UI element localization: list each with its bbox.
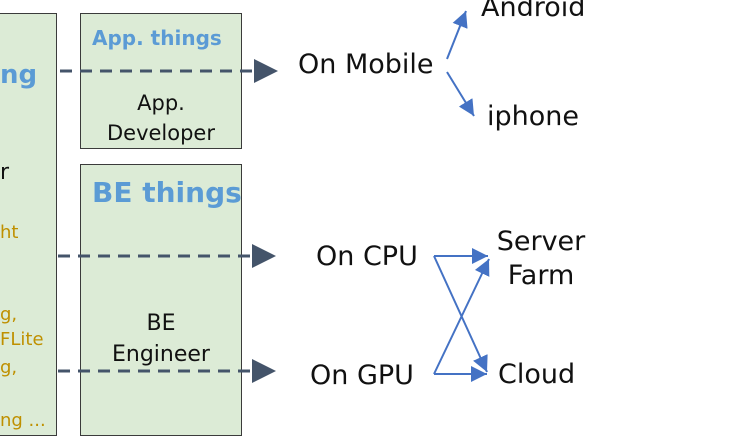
left-panel-gold-fragment-3: FLite — [0, 329, 44, 350]
app-developer-line-1: App. — [137, 91, 185, 115]
be-engineer-line-2: Engineer — [112, 342, 210, 367]
left-panel-gold-fragment-5: ng ... — [0, 410, 46, 431]
server-farm-label: Server Farm — [494, 225, 588, 293]
left-panel-heading-fragment: ng — [0, 60, 38, 90]
be-engineer-line-1: BE — [146, 311, 176, 336]
be-things-title: BE things — [92, 176, 242, 209]
cloud-label: Cloud — [498, 359, 576, 390]
arrow-mobile-to-iphone — [446, 71, 475, 117]
on-gpu-label: On GPU — [310, 360, 414, 391]
app-developer-line-2: Developer — [106, 121, 215, 145]
on-mobile-label: On Mobile — [298, 49, 434, 80]
left-panel-box — [0, 13, 57, 436]
iphone-label: iphone — [487, 101, 579, 132]
app-developer-label: App. Developer — [80, 88, 242, 148]
arrow-mobile-to-android — [446, 10, 468, 60]
be-engineer-label: BE Engineer — [80, 308, 242, 370]
left-panel-text-fragment: r — [0, 160, 10, 185]
left-panel-gold-fragment-4: g, — [0, 357, 18, 378]
left-panel-gold-fragment-1: ht — [0, 222, 19, 243]
app-things-box — [80, 13, 242, 149]
server-farm-line-1: Server — [496, 226, 586, 257]
on-cpu-label: On CPU — [316, 241, 418, 272]
arrow-gpu-to-server — [433, 258, 490, 375]
server-farm-line-2: Farm — [507, 260, 575, 291]
be-things-box — [80, 164, 242, 436]
app-things-title: App. things — [92, 26, 222, 50]
arrow-cpu-to-cloud — [433, 255, 488, 373]
android-label: Android — [481, 0, 586, 23]
left-panel-gold-fragment-2: g, — [0, 304, 18, 325]
